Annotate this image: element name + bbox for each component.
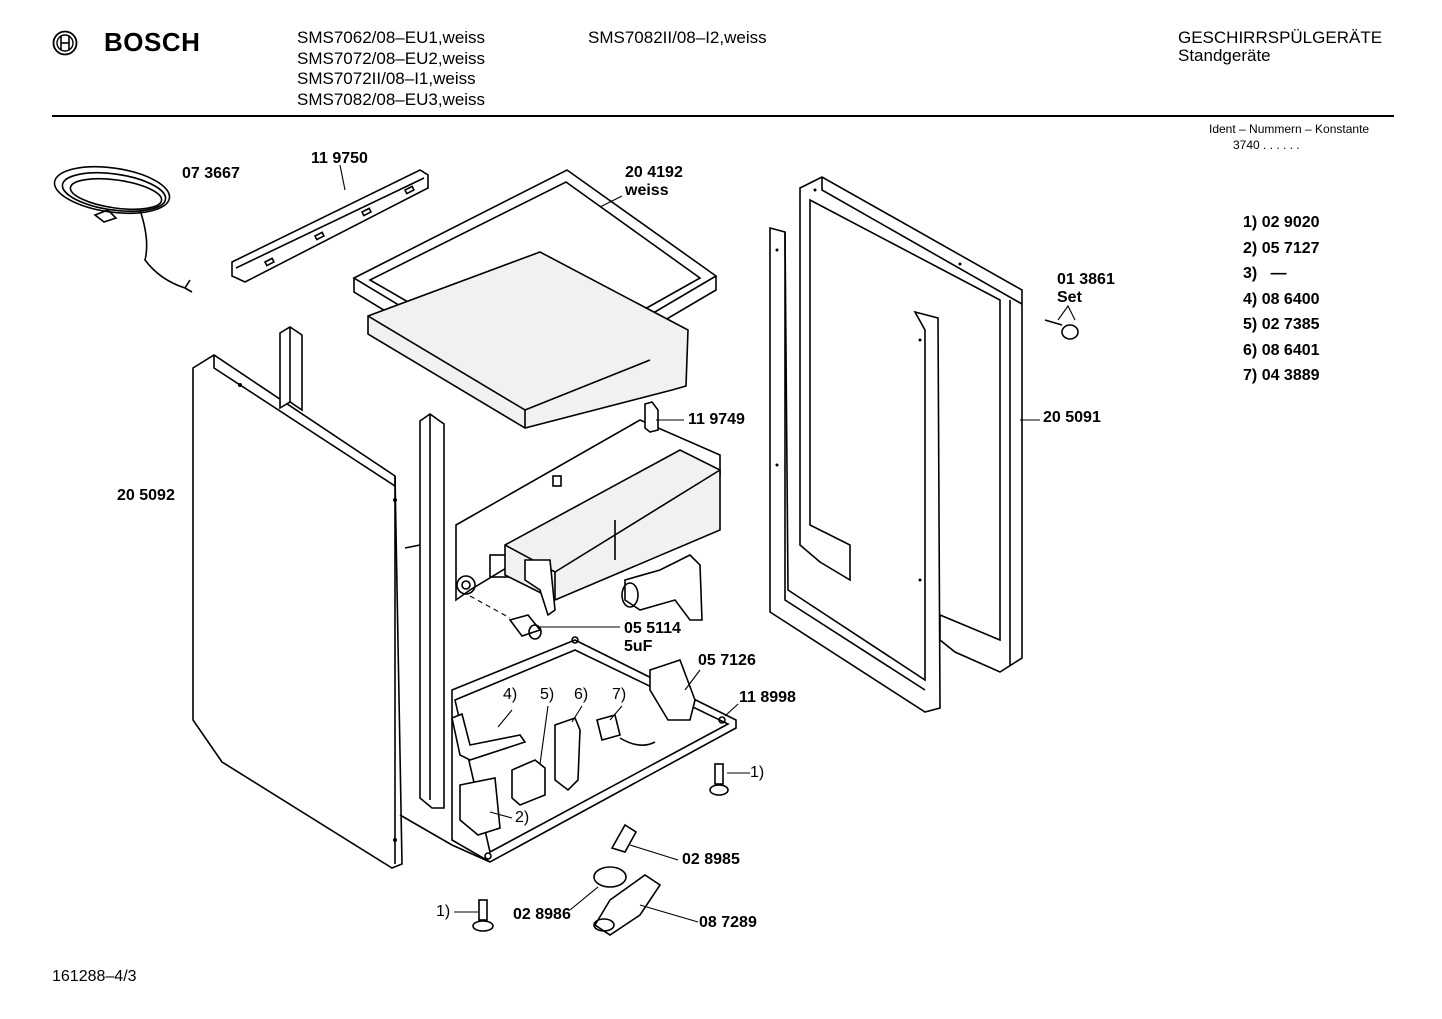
callout-right-panel: 20 5091 [1043, 409, 1101, 426]
category: GESCHIRRSPÜLGERÄTE Standgeräte [1178, 29, 1382, 65]
base-parts-drawing [451, 658, 696, 836]
callout-4: 4) [503, 686, 518, 703]
callout-float: 02 8986 [513, 906, 571, 923]
capacitor-drawing [469, 595, 620, 640]
callout-bracket: 11 9749 [688, 411, 745, 428]
callout-base: 11 8998 [739, 689, 796, 706]
parts-list-item: 1) 02 9020 [1243, 214, 1320, 231]
model-item: SMS7082/08–EU3,weiss [297, 89, 486, 109]
callout-capacitor-sub: 5uF [624, 638, 653, 655]
model-item: SMS7072II/08–I1,weiss [297, 69, 476, 88]
callout-6: 6) [574, 686, 589, 703]
model-list: SMS7062/08–EU1,weiss SMS7072/08–EU2,weis… [297, 28, 485, 110]
door-frame-drawing [769, 226, 941, 713]
callout-screw: 01 3861 [1057, 271, 1115, 288]
brand-name: BOSCH [104, 27, 201, 57]
leader-lines [339, 164, 739, 819]
parts-list-item: 3) — [1243, 265, 1287, 282]
footer-code: 161288–4/3 [52, 968, 137, 985]
float-switch-drawing [569, 823, 699, 936]
bosch-logo-icon [52, 30, 78, 56]
ident-number: 3740 . . . . . . [1233, 138, 1300, 152]
parts-list-item: 7) 04 3889 [1243, 367, 1320, 384]
callout-cable: 07 3667 [182, 165, 240, 182]
ident-title: Ident – Nummern – Konstante [1209, 122, 1370, 136]
callout-left-panel: 20 5092 [117, 487, 175, 504]
rail-drawing [231, 169, 429, 283]
model-item: SMS7072/08–EU2,weiss [297, 48, 486, 68]
callout-2: 2) [515, 809, 530, 826]
foot-left-drawing [454, 899, 494, 932]
category-title: GESCHIRRSPÜLGERÄTE [1178, 28, 1383, 47]
callout-top: 20 4192 [625, 164, 683, 181]
callout-foot-right: 1) [750, 764, 765, 781]
callout-foot-left: 1) [436, 903, 451, 920]
model-item: SMS7062/08–EU1,weiss [297, 28, 486, 47]
header-divider [52, 115, 1394, 117]
callout-top-sub: weiss [625, 182, 669, 199]
callout-float-arm: 08 7289 [699, 914, 757, 931]
parts-list: 1) 02 9020 2) 05 7127 3) — 4) 08 6400 5)… [1243, 210, 1320, 389]
callout-switch: 02 8985 [682, 851, 740, 868]
model-item-right: SMS7082II/08–I2,weiss [588, 28, 767, 47]
insulation-duct-drawing [504, 449, 721, 617]
insulation-board-drawing [367, 251, 689, 429]
parts-list-item: 6) 08 6401 [1243, 341, 1320, 359]
parts-list-item: 2) 05 7127 [1243, 239, 1320, 257]
foot-right-drawing [709, 763, 750, 796]
hose-connector-drawing [621, 554, 703, 621]
category-subtitle: Standgeräte [1178, 46, 1271, 65]
parts-list-item: 4) 08 6400 [1243, 290, 1320, 308]
callout-bracket2: 05 7126 [698, 652, 756, 669]
callout-capacitor: 05 5114 [624, 620, 681, 637]
bracket-drawing [644, 401, 684, 433]
left-panel-drawing [192, 354, 403, 869]
callout-7: 7) [612, 686, 627, 703]
screw-set-drawing [1044, 304, 1079, 340]
callout-5: 5) [540, 686, 555, 703]
left-strut-drawing [279, 326, 303, 412]
power-cable-drawing [53, 165, 193, 293]
front-upright-drawing [404, 413, 445, 809]
parts-list-item: 5) 02 7385 [1243, 316, 1320, 333]
callout-screw-sub: Set [1057, 289, 1082, 306]
right-panel-drawing [799, 176, 1040, 673]
callout-rail: 11 9750 [311, 150, 368, 167]
